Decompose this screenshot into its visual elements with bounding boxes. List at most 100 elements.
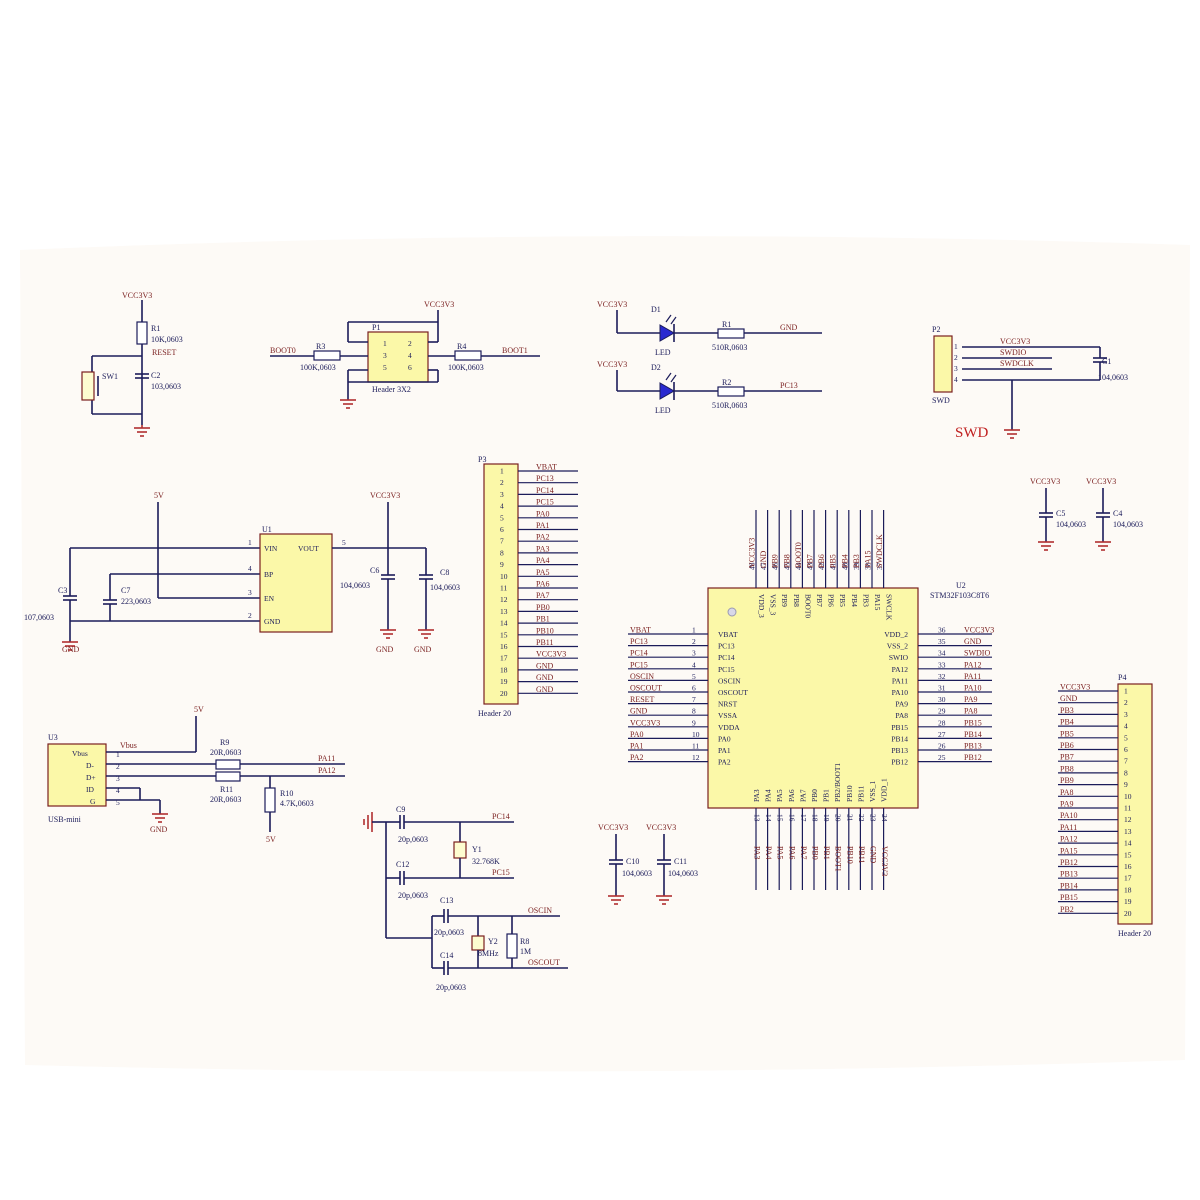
mcu-right-pin-number: 26 (938, 742, 946, 751)
usb-gnd-label: GND (150, 825, 168, 834)
svg-text:D+: D+ (86, 773, 96, 782)
svg-text:2: 2 (954, 353, 958, 362)
p3-pin-number: 17 (500, 654, 508, 663)
crystal-pc14-net: PC14 (492, 812, 510, 821)
p4-net-label: PB9 (1060, 776, 1074, 785)
mcu-right-net: PA9 (964, 695, 978, 704)
reset-power-label: VCC3V3 (122, 291, 152, 300)
usb-r9-value: 20R,0603 (210, 748, 241, 757)
mcu-left-net: PA0 (630, 730, 644, 739)
mcu-right-pin-number: 25 (938, 753, 946, 762)
svg-text:C7: C7 (121, 586, 130, 595)
p4-pin-number: 18 (1124, 885, 1132, 894)
mcu-bottom-pin-number: 21 (845, 814, 854, 822)
svg-text:2: 2 (408, 339, 412, 348)
mcu-left-net: GND (630, 707, 648, 716)
svg-text:R9: R9 (220, 738, 229, 747)
mcu-right-pin-number: 29 (938, 707, 946, 716)
svg-text:1: 1 (383, 339, 387, 348)
swd-header-name: SWD (932, 396, 950, 405)
mcu-top-pin: PB7 (815, 594, 824, 607)
p3-pin-number: 6 (500, 525, 504, 534)
p3-pin-number: 14 (500, 619, 508, 628)
mcu-top-pin-number: 37 (875, 562, 884, 570)
led1-resistor (717, 328, 745, 339)
boot0-net-label: BOOT0 (270, 346, 296, 355)
usb-ground-symbol (152, 813, 168, 823)
mcu-left-net: PC13 (630, 637, 648, 646)
mcu-right-pin: PA12 (892, 665, 909, 674)
crystal-circuit: C9 20p,0603 PC14 Y1 32.768K C12 20p,0603… (363, 805, 568, 992)
p3-net-label: PB11 (536, 638, 554, 647)
boot-ground-symbol (340, 399, 356, 409)
reset-circuit: VCC3V3 R1 10K,0603 RESET SW1 C2 103,0603 (81, 291, 183, 437)
mcu-top-pin-number: 39 (852, 562, 861, 570)
mcu-top-pin: PB9 (780, 594, 789, 607)
p3-pin-number: 4 (500, 502, 504, 511)
mcu-bottom-pin: PB2/BOOT1 (833, 763, 842, 802)
p4-pin-number: 19 (1124, 897, 1132, 906)
svg-text:Y2: Y2 (488, 937, 498, 946)
led2-type: LED (655, 406, 671, 415)
mcu-right-pin: VDD_2 (884, 630, 908, 639)
decoupling-top-c-a-value: 104,0603 (1056, 520, 1086, 529)
crystal-c14-value: 20p,0603 (436, 983, 466, 992)
mcu-bottom-pin-number: 19 (822, 814, 831, 822)
led-circuit: VCC3V3 D1 LED R1 510R,0603 GND VCC3V3 D2… (597, 300, 822, 415)
crystal-y2 (471, 935, 485, 951)
svg-text:U1: U1 (262, 525, 272, 534)
mcu-top-pin-number: 43 (806, 562, 815, 570)
p3-net-label: PA4 (536, 556, 550, 565)
p4-net-label: PB6 (1060, 741, 1074, 750)
mcu-left-pin: PA2 (718, 758, 731, 767)
svg-text:VIN: VIN (264, 544, 278, 553)
p4-net-label: PB2 (1060, 905, 1074, 914)
mcu-bottom-pin-number: 15 (776, 814, 785, 822)
mcu-left-pin-number: 8 (692, 707, 696, 716)
p4-pin-number: 12 (1124, 815, 1132, 824)
regulator-c6-value: 104,0603 (340, 581, 370, 590)
usb-r11 (215, 771, 241, 782)
svg-text:5: 5 (383, 363, 387, 372)
mcu-bottom-pin-number: 17 (799, 814, 808, 822)
p4-pin-number: 17 (1124, 874, 1132, 883)
decoupling-top-power-1: VCC3V3 (1030, 477, 1060, 486)
svg-text:3: 3 (954, 364, 958, 373)
mcu-top-net: PA15 (864, 551, 873, 569)
p3-net-label: PA3 (536, 544, 550, 553)
svg-text:P2: P2 (932, 325, 940, 334)
p3-header-body (483, 463, 519, 705)
boot-header-ref: P1 (372, 323, 380, 332)
mcu-top-net: PB8 (782, 554, 791, 568)
svg-text:G: G (90, 797, 96, 806)
p3-pin-number: 19 (500, 677, 508, 686)
boot-r4 (454, 350, 482, 361)
mcu-top-pin-number: 45 (782, 562, 791, 570)
mcu-left-net: PA2 (630, 753, 644, 762)
p3-pin-number: 1 (500, 467, 504, 476)
svg-text:1: 1 (116, 750, 120, 759)
mcu-right-pin: PA10 (892, 688, 909, 697)
decoupling-bottom-c10-value: 104,0603 (622, 869, 652, 878)
usb-r10-net: 5V (266, 835, 276, 844)
svg-text:C8: C8 (440, 568, 449, 577)
svg-text:GND: GND (264, 617, 281, 626)
p3-pin-number: 13 (500, 607, 508, 616)
mcu-right-pin-number: 34 (938, 649, 946, 658)
swd-circuit: P2 1 2 3 4 C1 104,0603 VCC3V3 SWDIO SWDC… (932, 325, 1128, 441)
crystal-oscin-net: OSCIN (528, 906, 552, 915)
p3-pin-number: 8 (500, 548, 504, 557)
mcu-left-pin-number: 12 (692, 753, 700, 762)
p4-net-label: PA12 (1060, 835, 1078, 844)
mcu-left-pin-number: 11 (692, 742, 699, 751)
mcu-right-net: PA8 (964, 707, 978, 716)
mcu-left-net: PA1 (630, 742, 644, 751)
p3-header-name: Header 20 (478, 709, 511, 718)
mcu-bottom-pin: PA4 (764, 789, 773, 802)
p4-net-label: PB14 (1060, 881, 1078, 890)
decoupling-bottom-power-2: VCC3V3 (646, 823, 676, 832)
p4-pin-number: 14 (1124, 839, 1132, 848)
svg-text:R4: R4 (457, 342, 466, 351)
svg-text:D1: D1 (651, 305, 661, 314)
